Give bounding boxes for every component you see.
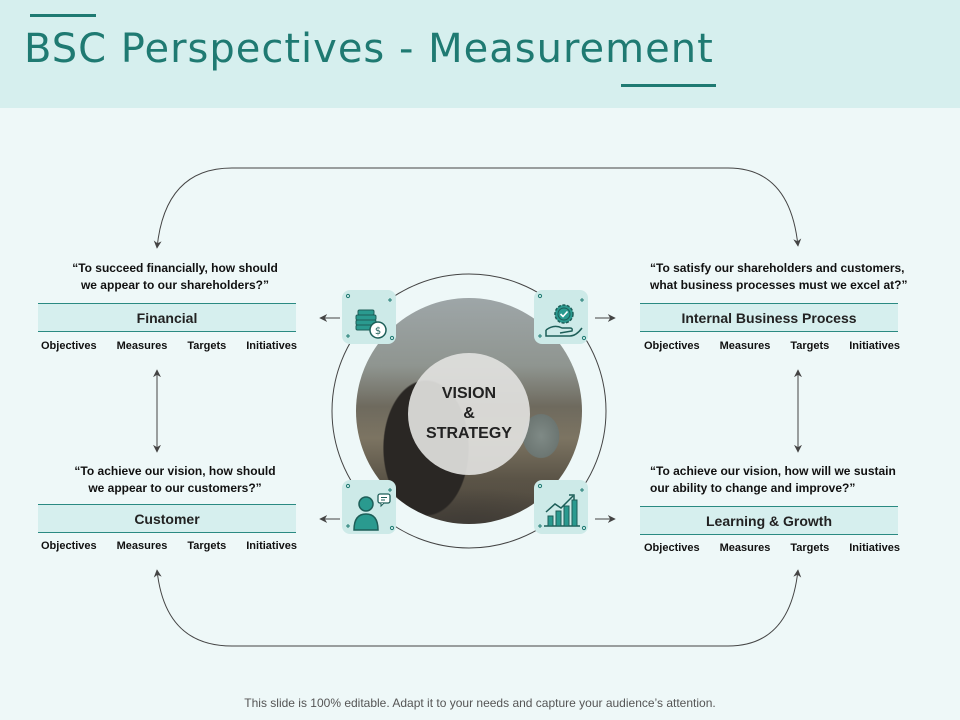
vision-strategy-disc: VISION & STRATEGY xyxy=(408,353,530,475)
internal-header-bar: Internal Business Process xyxy=(640,303,898,332)
center-ring xyxy=(331,273,607,549)
learning-header-bar: Learning & Growth xyxy=(640,506,898,535)
column-measures: Measures xyxy=(116,340,168,352)
financial-question-line-1: “To succeed financially, how should xyxy=(72,261,278,275)
title-accent-line-top xyxy=(30,14,96,17)
customer-question: “To achieve our vision, how should we ap… xyxy=(55,463,295,497)
column-initiatives: Initiatives xyxy=(246,540,297,552)
page-title: BSC Perspectives - Measurement xyxy=(24,26,714,72)
bottom-loop-arrow xyxy=(153,569,233,647)
column-targets: Targets xyxy=(790,340,830,352)
title-band: BSC Perspectives - Measurement xyxy=(0,0,960,108)
top-loop-arrow-left xyxy=(153,167,233,249)
coins-dollar-icon: $ xyxy=(342,290,396,344)
strategy-label: STRATEGY xyxy=(426,425,512,442)
learning-columns: Objectives Measures Targets Initiatives xyxy=(644,542,900,554)
financial-label: Financial xyxy=(136,309,198,326)
financial-columns: Objectives Measures Targets Initiatives xyxy=(41,340,297,352)
financial-question-line-2: we appear to our shareholders?” xyxy=(80,278,270,292)
top-loop-arrow xyxy=(232,167,802,247)
column-objectives: Objectives xyxy=(41,340,97,352)
customer-columns: Objectives Measures Targets Initiatives xyxy=(41,540,297,552)
column-initiatives: Initiatives xyxy=(849,542,900,554)
column-initiatives: Initiatives xyxy=(246,340,297,352)
internal-question-line-1: “To satisfy our shareholders and custome… xyxy=(650,261,905,275)
column-measures: Measures xyxy=(116,540,168,552)
internal-columns: Objectives Measures Targets Initiatives xyxy=(644,340,900,352)
growth-chart-icon xyxy=(534,480,588,534)
column-targets: Targets xyxy=(187,340,227,352)
internal-label: Internal Business Process xyxy=(681,309,857,326)
vision-label: VISION xyxy=(441,385,497,402)
financial-question: “To succeed financially, how should we a… xyxy=(55,260,295,294)
customer-support-icon xyxy=(342,480,396,534)
customer-question-line-2: we appear to our customers?” xyxy=(88,481,262,495)
column-measures: Measures xyxy=(719,542,771,554)
column-measures: Measures xyxy=(719,340,771,352)
learning-question-line-1: “To achieve our vision, how will we sust… xyxy=(650,464,896,478)
footer-note: This slide is 100% editable. Adapt it to… xyxy=(244,696,716,710)
customer-question-line-1: “To achieve our vision, how should xyxy=(74,464,276,478)
ampersand-label: & xyxy=(463,405,475,422)
learning-question-line-2: our ability to change and improve?” xyxy=(650,481,856,495)
internal-question-line-2: what business processes must we excel at… xyxy=(650,278,908,292)
customer-label: Customer xyxy=(134,510,200,527)
column-objectives: Objectives xyxy=(644,542,700,554)
financial-header-bar: Financial xyxy=(38,303,296,332)
svg-text:$: $ xyxy=(375,326,381,337)
customer-header-bar: Customer xyxy=(38,504,296,533)
column-objectives: Objectives xyxy=(41,540,97,552)
learning-label: Learning & Growth xyxy=(706,512,832,529)
column-targets: Targets xyxy=(790,542,830,554)
column-initiatives: Initiatives xyxy=(849,340,900,352)
bottom-loop-arrow-right xyxy=(232,569,802,647)
learning-question: “To achieve our vision, how will we sust… xyxy=(650,463,940,497)
column-objectives: Objectives xyxy=(644,340,700,352)
title-accent-line-bottom xyxy=(621,84,716,87)
column-targets: Targets xyxy=(187,540,227,552)
gear-hand-icon xyxy=(534,290,588,344)
internal-question: “To satisfy our shareholders and custome… xyxy=(650,260,940,294)
